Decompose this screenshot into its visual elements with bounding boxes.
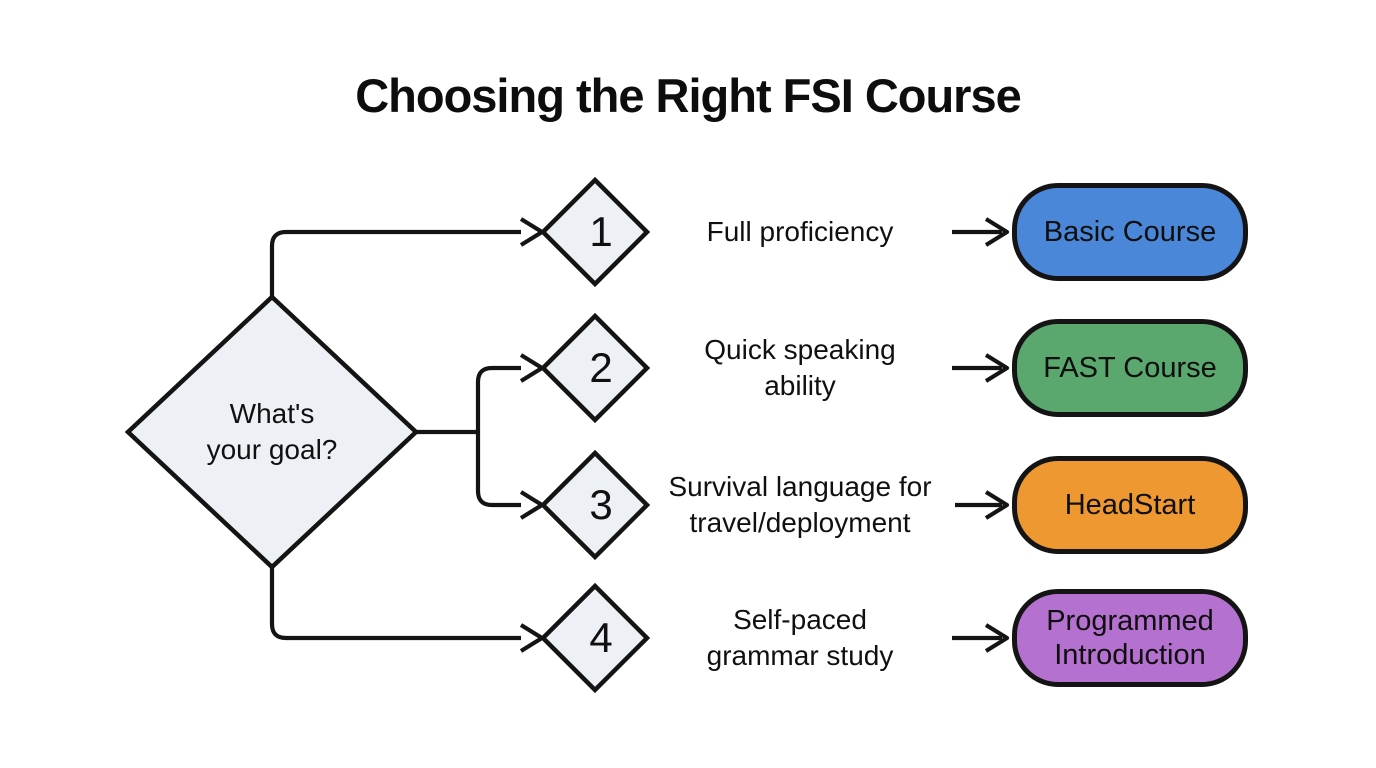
step-number-3: 3: [589, 481, 613, 528]
step-number-2: 2: [589, 344, 613, 391]
course-pill-headstart: HeadStart: [1012, 456, 1248, 554]
goal-label-3: Survival language for travel/deployment: [668, 471, 932, 538]
connector-goal-4: [269, 567, 521, 641]
connector-goal-3: [475, 432, 521, 508]
goal-label-4: Self-paced grammar study: [706, 604, 894, 671]
goal-label-2: Quick speaking ability: [704, 334, 896, 401]
goal-label-1: Full proficiency: [706, 216, 894, 248]
connector-goal-1: [269, 229, 521, 297]
arrowhead-goal-2: [519, 353, 545, 383]
connector-goal-2: [475, 365, 521, 432]
arrowhead-course-1: [984, 217, 1010, 247]
arrowhead-goal-4: [519, 623, 545, 653]
page-title: Choosing the Right FSI Course: [355, 69, 1022, 122]
step-number-4: 4: [589, 614, 613, 661]
step-number-1: 1: [589, 208, 613, 255]
course-pill-basic: Basic Course: [1012, 183, 1248, 281]
course-pill-programmed-introduction: Programmed Introduction: [1012, 589, 1248, 687]
course-pill-fast: FAST Course: [1012, 319, 1248, 417]
arrowhead-course-4: [984, 623, 1010, 653]
arrowhead-course-3: [984, 490, 1010, 520]
arrowhead-goal-3: [519, 490, 545, 520]
arrowhead-course-2: [984, 353, 1010, 383]
decision-question: What's your goal?: [206, 398, 338, 465]
arrowhead-goal-1: [519, 217, 545, 247]
